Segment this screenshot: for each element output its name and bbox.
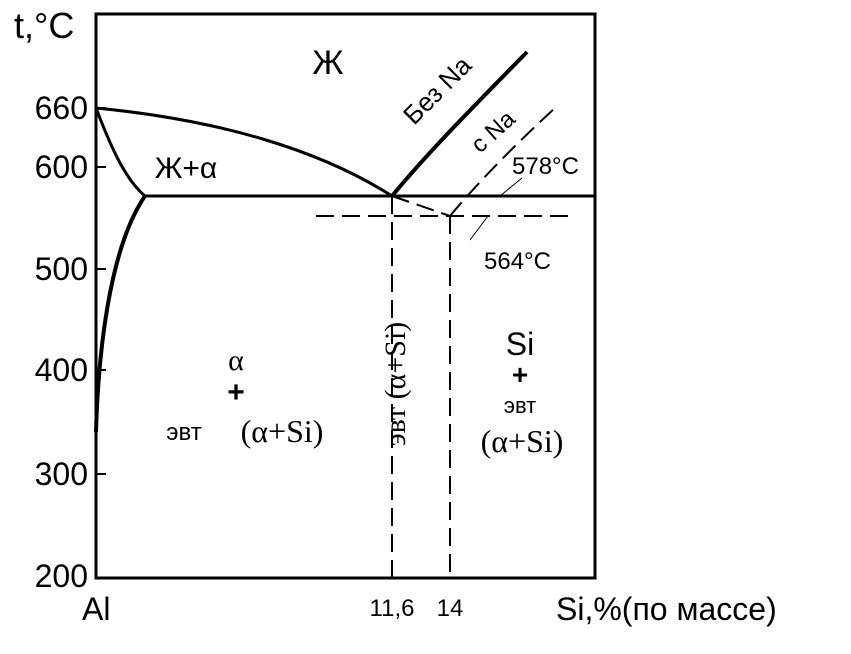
region-hyper-si: Si — [506, 326, 534, 362]
region-hyper-plus: + — [512, 359, 528, 390]
y-tick-label-300: 300 — [35, 456, 88, 492]
liquidus-extension-to-na-eutectic — [391, 195, 451, 217]
liquidus-without-na — [390, 50, 529, 198]
x-axis-title: Si,%(по массе) — [556, 591, 777, 627]
region-liquid: Ж — [312, 44, 343, 82]
region-eutectic-vertical: эвт (α+Si) — [379, 322, 412, 447]
x-origin-label: Al — [82, 591, 110, 627]
label-with-na: с Na — [466, 105, 521, 159]
y-tick-label-660: 660 — [35, 90, 88, 126]
label-564: 564°C — [484, 248, 551, 275]
region-hypo-plus: + — [227, 376, 245, 409]
y-tick-label-500: 500 — [35, 251, 88, 287]
x-tick-label-11-6: 11,6 — [370, 595, 415, 622]
y-tick-label-600: 600 — [35, 149, 88, 185]
y-tick-label-200: 200 — [35, 558, 88, 594]
liquidus-with-na — [449, 107, 556, 217]
label-578: 578°C — [512, 153, 579, 180]
region-hyper-eut-prefix: эвт — [504, 393, 537, 418]
label-without-na: Без Na — [397, 50, 478, 131]
y-axis-title: t,°C — [14, 5, 74, 46]
leader-578 — [499, 177, 523, 197]
region-liquid-alpha: Ж+α — [155, 152, 218, 185]
modified-dashed-lines — [316, 107, 572, 578]
solidus-curve — [94, 107, 146, 198]
y-tick-label-400: 400 — [35, 352, 88, 388]
plot-frame — [94, 12, 597, 580]
leader-564 — [469, 215, 489, 241]
region-hypo-alpha: α — [228, 344, 244, 377]
x-tick-label-14: 14 — [437, 595, 464, 622]
solvus-curve — [94, 194, 147, 433]
region-hyper-eut: (α+Si) — [481, 423, 564, 459]
y-tick-labels: 660 600 500 400 300 200 — [35, 90, 88, 594]
liquidus-al-side — [95, 106, 393, 198]
region-hypo-eut-prefix: эвт — [166, 419, 201, 446]
region-hypo-eut: (α+Si) — [241, 413, 324, 449]
